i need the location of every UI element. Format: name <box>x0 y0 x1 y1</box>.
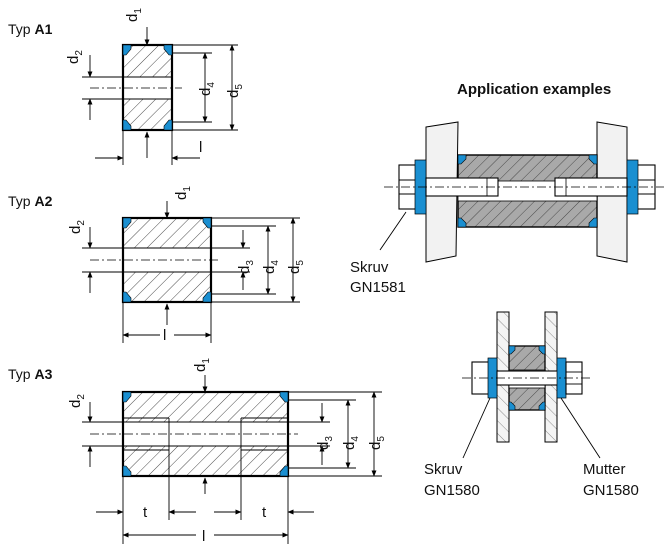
svg-text:d4: d4 <box>341 436 361 450</box>
screw-a-name: Skruv <box>350 259 389 276</box>
svg-text:d5: d5 <box>367 436 387 450</box>
type-a3-drawing: Typ A3 d1 d2 d3 <box>8 358 387 545</box>
screw-b-code: GN1580 <box>424 482 480 499</box>
svg-text:d4: d4 <box>261 260 281 274</box>
svg-text:d5: d5 <box>225 84 245 98</box>
application-example-2: Skruv GN1580 Mutter GN1580 <box>424 311 639 499</box>
svg-text:t: t <box>262 504 267 521</box>
svg-text:d5: d5 <box>286 260 306 274</box>
svg-text:d1: d1 <box>192 358 212 372</box>
type-a2-label: Typ A2 <box>8 193 53 209</box>
application-title: Application examples <box>457 81 611 98</box>
screw-b-name: Skruv <box>424 461 463 478</box>
nut-name: Mutter <box>583 461 626 478</box>
svg-text:l: l <box>163 327 166 344</box>
application-example-1: Skruv GN1581 <box>350 121 664 296</box>
svg-text:d4: d4 <box>197 82 217 96</box>
svg-text:d2: d2 <box>65 50 85 64</box>
svg-text:l: l <box>199 139 202 156</box>
svg-text:d3: d3 <box>315 436 335 450</box>
svg-text:t: t <box>143 504 148 521</box>
nut-code: GN1580 <box>583 482 639 499</box>
svg-text:l: l <box>202 528 205 545</box>
svg-text:d3: d3 <box>236 260 256 274</box>
svg-text:d2: d2 <box>67 220 87 234</box>
type-a3-label: Typ A3 <box>8 366 53 382</box>
type-a1-label: Typ A1 <box>8 21 53 37</box>
svg-text:d1: d1 <box>173 186 193 200</box>
screw-a-code: GN1581 <box>350 279 406 296</box>
type-a2-drawing: Typ A2 d1 d2 d3 d4 d5 <box>8 186 306 344</box>
svg-text:d2: d2 <box>67 394 87 408</box>
svg-text:d1: d1 <box>124 8 144 22</box>
seal-icon <box>122 44 132 56</box>
type-a1-drawing: Typ A1 d1 d2 d4 d5 <box>8 8 245 165</box>
